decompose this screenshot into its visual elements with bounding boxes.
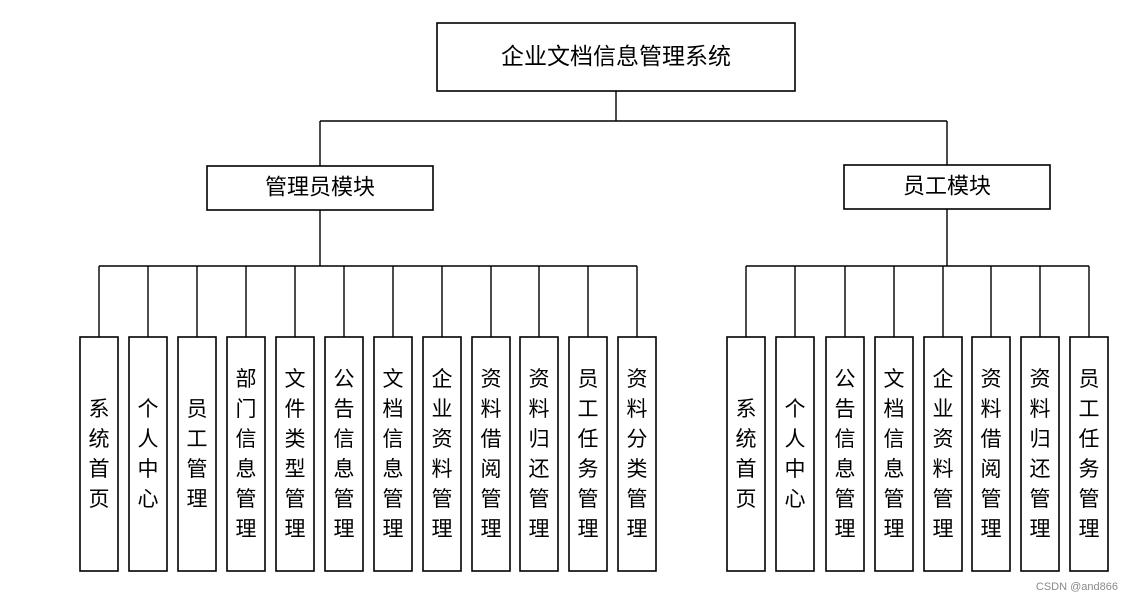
node-s1: 系统首页 [726,336,766,572]
node-a10: 资料归还管理 [519,336,559,572]
node-box-root [436,22,796,92]
node-a4: 部门信息管理 [226,336,266,572]
node-label-admin: 管理员模块 [265,176,375,201]
node-box-a4 [226,336,266,572]
node-label-s7: 资料归还管理 [1030,367,1051,541]
node-admin: 管理员模块 [206,165,434,211]
node-label-a7: 文档信息管理 [383,367,404,541]
node-label-staff: 员工模块 [903,175,991,200]
node-box-a11 [568,336,608,572]
node-label-s3: 公告信息管理 [835,367,856,541]
node-box-s1 [726,336,766,572]
node-box-a12 [617,336,657,572]
node-label-a1: 系统首页 [89,397,110,511]
node-label-a11: 员工任务管理 [578,367,599,541]
node-box-a10 [519,336,559,572]
node-box-a8 [422,336,462,572]
node-label-s2: 个人中心 [785,397,806,511]
node-s6: 资料借阅管理 [971,336,1011,572]
node-box-a5 [275,336,315,572]
node-box-admin [206,165,434,211]
node-box-a7 [373,336,413,572]
node-label-a4: 部门信息管理 [236,367,257,541]
node-s3: 公告信息管理 [825,336,865,572]
node-a8: 企业资料管理 [422,336,462,572]
node-label-a2: 个人中心 [138,397,159,511]
csdn-watermark: CSDN @and866 [1035,581,1118,593]
node-s7: 资料归还管理 [1020,336,1060,572]
node-a6: 公告信息管理 [324,336,364,572]
node-a2: 个人中心 [128,336,168,572]
node-label-s8: 员工任务管理 [1079,367,1100,541]
node-box-s6 [971,336,1011,572]
node-box-s4 [874,336,914,572]
node-box-s8 [1069,336,1109,572]
node-a11: 员工任务管理 [568,336,608,572]
node-label-a8: 企业资料管理 [432,367,453,541]
node-label-s1: 系统首页 [736,397,757,511]
node-label-s5: 企业资料管理 [933,367,954,541]
node-a1: 系统首页 [79,336,119,572]
node-label-a3: 员工管理 [187,397,208,511]
node-a12: 资料分类管理 [617,336,657,572]
node-box-a2 [128,336,168,572]
node-s8: 员工任务管理 [1069,336,1109,572]
node-a3: 员工管理 [177,336,217,572]
node-label-root: 企业文档信息管理系统 [501,44,731,70]
node-box-staff [843,164,1051,210]
node-box-a1 [79,336,119,572]
node-label-a5: 文件类型管理 [285,367,306,541]
connector-lines [98,91,1090,337]
node-root: 企业文档信息管理系统 [436,22,796,92]
node-label-a6: 公告信息管理 [334,367,355,541]
node-box-s3 [825,336,865,572]
node-box-a9 [471,336,511,572]
node-box-a6 [324,336,364,572]
node-staff: 员工模块 [843,164,1051,210]
node-s5: 企业资料管理 [923,336,963,572]
node-a5: 文件类型管理 [275,336,315,572]
node-label-a9: 资料借阅管理 [481,367,502,541]
node-label-s6: 资料借阅管理 [981,367,1002,541]
node-a7: 文档信息管理 [373,336,413,572]
node-box-s5 [923,336,963,572]
node-box-s2 [775,336,815,572]
node-box-a3 [177,336,217,572]
node-label-a12: 资料分类管理 [627,367,648,541]
node-s4: 文档信息管理 [874,336,914,572]
node-label-s4: 文档信息管理 [884,367,905,541]
node-a9: 资料借阅管理 [471,336,511,572]
node-box-s7 [1020,336,1060,572]
node-s2: 个人中心 [775,336,815,572]
node-label-a10: 资料归还管理 [529,367,550,541]
